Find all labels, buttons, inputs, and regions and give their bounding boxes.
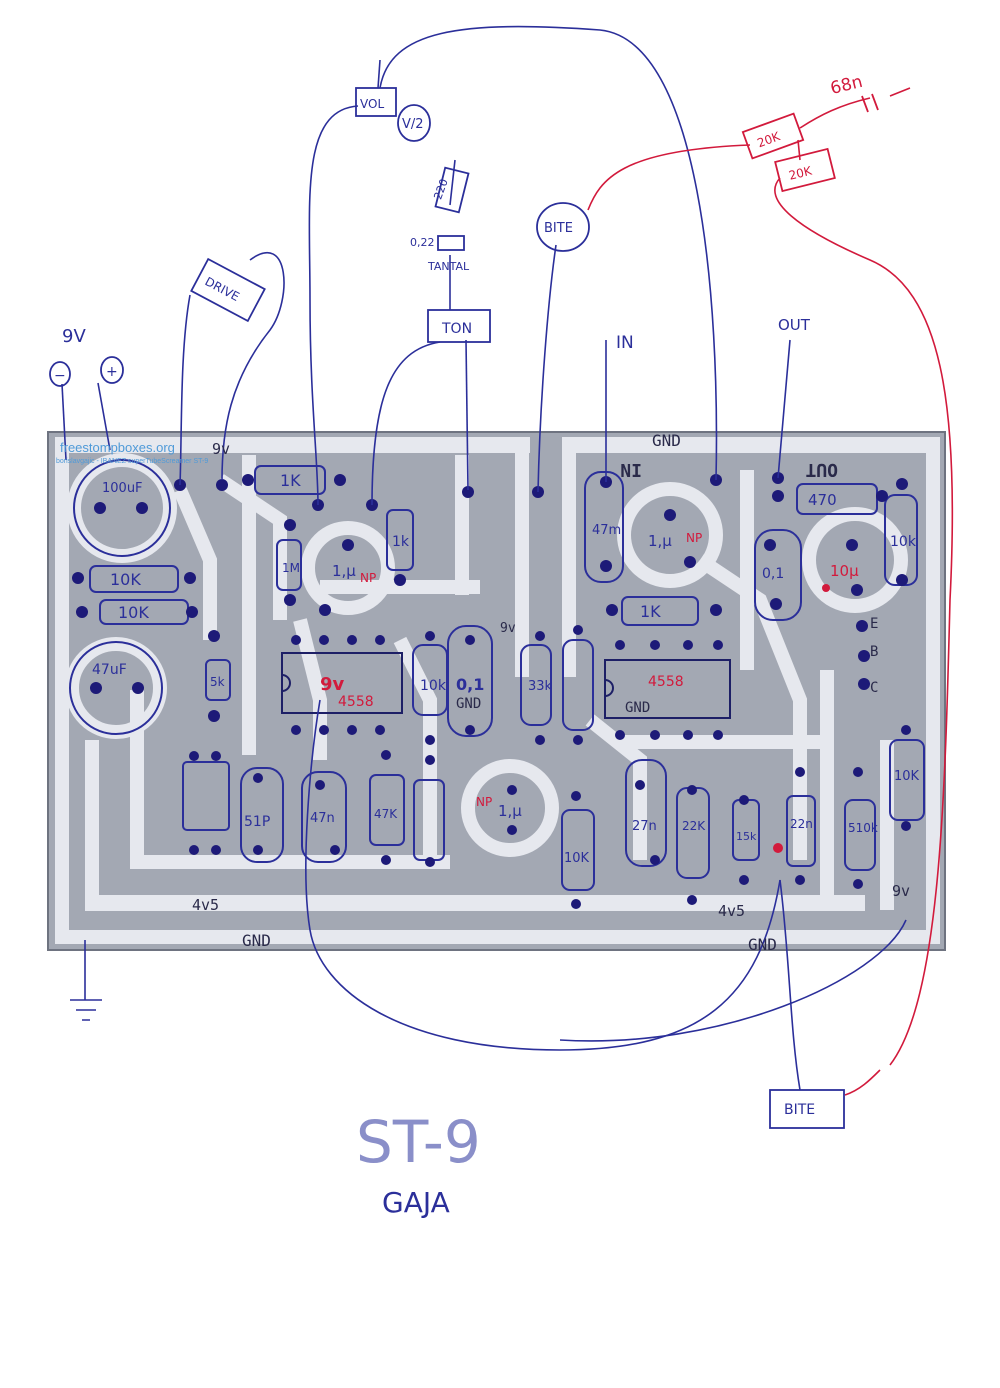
- pin-b: B: [870, 644, 878, 660]
- value-r10k-b: 10K: [118, 603, 149, 622]
- cap-022-label: 0,22: [410, 236, 435, 249]
- pcb-traces: [55, 437, 940, 944]
- label-gnd-bottom-left: GND: [242, 931, 271, 950]
- value-r470: 470: [808, 491, 837, 509]
- pin-c: C: [870, 680, 878, 696]
- vol-pin-label: V/2: [402, 117, 424, 132]
- supply-plus: +: [106, 364, 118, 380]
- value-r1k-top: 1K: [280, 471, 301, 490]
- mod-res-1-label: 20K: [755, 129, 783, 150]
- value-r510k: 510k: [848, 821, 878, 835]
- offboard-parts: [49, 87, 845, 1129]
- ic-1-label: 4558: [338, 694, 374, 710]
- label-out-mirror: OUT: [805, 459, 838, 480]
- value-r10k-right2: 10K: [894, 769, 920, 784]
- watermark-site: freestompboxes.org: [60, 440, 175, 455]
- value-r10k-bottom: 10K: [564, 851, 590, 866]
- supply-label: 9V: [62, 326, 86, 347]
- value-c1u-np-left: 1,μ: [332, 562, 356, 580]
- value-c27n: 27n: [632, 819, 657, 834]
- value-r1k-mid: 1K: [640, 602, 661, 621]
- ic-2-label: 4558: [648, 674, 684, 690]
- value-c47n-in: 47m: [592, 523, 621, 538]
- vol-pot-label: VOL: [360, 97, 384, 111]
- author-signature: GAJA: [382, 1186, 450, 1219]
- offboard-wires-blue: [61, 25, 907, 1091]
- value-r10k-a: 10K: [110, 570, 141, 589]
- value-r22k: 22K: [682, 819, 706, 833]
- value-np-right: NP: [476, 795, 492, 809]
- supply-minus: −: [54, 368, 66, 384]
- value-c10u: 10μ: [830, 562, 859, 580]
- component-labels: 100uF 10K 10K 47uF 1K 1k 1M 1,μ NP 5k 10…: [92, 471, 920, 866]
- drawing-title: ST-9: [356, 1108, 481, 1176]
- label-in-mirror: IN: [620, 459, 642, 480]
- value-r5k: 5k: [210, 675, 225, 689]
- label-9v-top: 9v: [212, 440, 230, 458]
- value-c100u: 100uF: [102, 481, 143, 496]
- label-9v-mid: 9v: [500, 621, 516, 636]
- value-c1u-np-mid: 1,μ: [648, 532, 672, 550]
- value-r10k-ic1: 10k: [420, 678, 447, 694]
- label-4v5-left: 4v5: [192, 896, 219, 914]
- bite-switch-top: BITE: [544, 221, 573, 236]
- value-c47u: 47uF: [92, 662, 127, 678]
- value-np-mid: NP: [686, 531, 702, 545]
- label-4v5-right: 4v5: [718, 902, 745, 920]
- pin-e: E: [870, 616, 878, 632]
- value-c22n-v: 22n: [790, 817, 813, 831]
- value-c01-right: 0,1: [762, 566, 784, 582]
- value-r1m: 1M: [282, 561, 300, 575]
- value-r33k: 33k: [528, 679, 553, 694]
- label-gnd-bottom-right: GND: [748, 935, 777, 954]
- label-gnd-ic2: GND: [625, 700, 650, 716]
- value-r47k: 47K: [374, 807, 398, 821]
- value-c01-mid: 0,1: [456, 675, 484, 694]
- ic-2: [604, 659, 731, 719]
- label-gnd-ic1: GND: [456, 696, 481, 712]
- value-c51p: 51P: [244, 814, 270, 830]
- out-jack-label: OUT: [778, 316, 811, 334]
- tantal-label: TANTAL: [427, 260, 470, 273]
- in-jack-label: IN: [616, 333, 634, 353]
- mod-res-2-label: 20K: [787, 163, 814, 182]
- label-9v-corner: 9v: [892, 882, 910, 900]
- watermark-credit: borislavgajic - IBANEZ superTubeScreamer…: [56, 458, 209, 465]
- ic-1: [281, 652, 403, 714]
- label-gnd-top: GND: [652, 431, 681, 450]
- value-c47n-left: 47n: [310, 811, 335, 826]
- value-np-left: NP: [360, 571, 376, 585]
- mod-cap-label: 68n: [828, 72, 864, 99]
- res-220-label: 220: [431, 177, 450, 201]
- tone-pot-label: TON: [441, 321, 472, 337]
- bite-switch-bottom: BITE: [784, 1102, 815, 1118]
- value-r1k-vert: 1k: [392, 534, 410, 550]
- value-r10k-right: 10k: [890, 534, 917, 550]
- label-9v-ic1: 9v: [320, 674, 345, 695]
- value-c1u-np-right: 1,μ: [498, 802, 522, 820]
- value-r15k: 15k: [736, 830, 757, 843]
